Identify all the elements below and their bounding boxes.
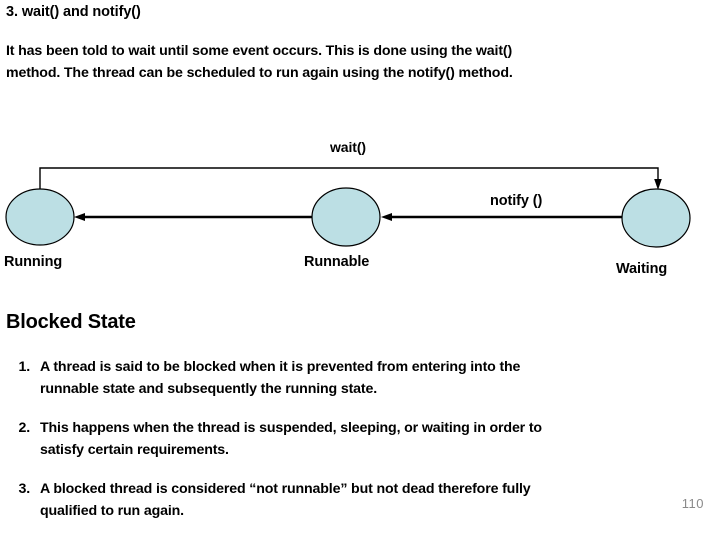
list-item-line-1: This happens when the thread is suspende…: [40, 420, 542, 436]
list-item-line-2: satisfy certain requirements.: [40, 442, 229, 458]
list-item-number: 1.: [18, 359, 30, 375]
transition-notify-path: [381, 213, 622, 221]
state-label-waiting: Waiting: [616, 261, 668, 277]
intro-paragraph: It has been told to wait until some even…: [6, 40, 712, 84]
thread-state-diagram: [0, 128, 720, 288]
slide-heading: 3. wait() and notify(): [6, 4, 141, 20]
state-label-running: Running: [4, 254, 63, 270]
blocked-state-title: Blocked State: [6, 311, 136, 333]
transition-wait-path: [39, 167, 662, 190]
transition-schedule-path: [74, 213, 312, 221]
intro-line-1: It has been told to wait until some even…: [6, 43, 513, 59]
state-node-running: [5, 188, 75, 246]
blocked-state-list: 1. A thread is said to be blocked when i…: [6, 356, 712, 539]
state-node-waiting: [621, 188, 691, 248]
intro-line-2: method. The thread can be scheduled to r…: [6, 65, 513, 81]
transition-label-wait: wait(): [330, 139, 366, 155]
list-item: 2. This happens when the thread is suspe…: [6, 417, 712, 461]
list-item-line-1: A thread is said to be blocked when it i…: [40, 359, 521, 375]
list-item: 3. A blocked thread is considered “not r…: [6, 478, 712, 522]
list-item-text: This happens when the thread is suspende…: [40, 417, 712, 461]
list-item-text: A thread is said to be blocked when it i…: [40, 356, 712, 400]
list-item: 1. A thread is said to be blocked when i…: [6, 356, 712, 400]
list-item-text: A blocked thread is considered “not runn…: [40, 478, 712, 522]
list-item-line-2: qualified to run again.: [40, 503, 184, 519]
transition-label-notify: notify (): [490, 193, 543, 209]
page-number: 110: [681, 496, 704, 511]
list-item-line-1: A blocked thread is considered “not runn…: [40, 481, 531, 497]
list-item-number: 3.: [18, 481, 30, 497]
state-label-runnable: Runnable: [304, 254, 370, 270]
list-item-line-2: runnable state and subsequently the runn…: [40, 381, 377, 397]
list-item-number: 2.: [18, 420, 30, 436]
state-node-runnable: [311, 187, 381, 247]
